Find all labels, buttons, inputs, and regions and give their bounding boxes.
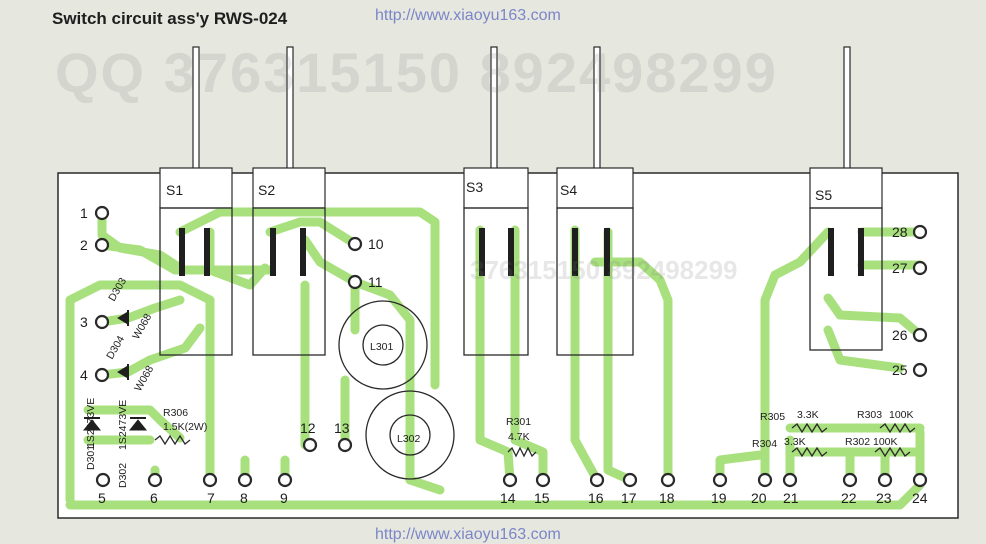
diodes xyxy=(82,310,148,431)
terminal-27: 27 xyxy=(892,260,908,276)
label-d301-part: 1S2473VE xyxy=(85,398,97,448)
terminal-18: 18 xyxy=(659,490,675,506)
terminal-10: 10 xyxy=(368,236,384,252)
terminal-6: 6 xyxy=(150,490,158,506)
label-s1: S1 xyxy=(166,182,183,198)
coil-l302 xyxy=(365,390,455,480)
terminal-21: 21 xyxy=(783,490,799,506)
label-r304: R304 xyxy=(752,438,777,450)
label-d302-part: 1S2473VE xyxy=(117,400,129,450)
label-r304-value: 3.3K xyxy=(784,436,806,448)
label-s2: S2 xyxy=(258,182,275,198)
terminal-22: 22 xyxy=(841,490,857,506)
terminal-26: 26 xyxy=(892,327,908,343)
label-r302: R302 xyxy=(845,436,870,448)
terminal-24: 24 xyxy=(912,490,928,506)
switch-contacts xyxy=(179,228,864,276)
label-r303: R303 xyxy=(857,409,882,421)
terminal-4: 4 xyxy=(80,367,88,383)
terminal-13: 13 xyxy=(334,420,350,436)
terminal-9: 9 xyxy=(280,490,288,506)
terminal-15: 15 xyxy=(534,490,550,506)
terminal-28: 28 xyxy=(892,224,908,240)
label-d302: D302 xyxy=(117,463,129,488)
terminal-23: 23 xyxy=(876,490,892,506)
terminal-3: 3 xyxy=(80,314,88,330)
terminal-17: 17 xyxy=(621,490,637,506)
source-url-top[interactable]: http://www.xiaoyu163.com xyxy=(375,7,561,24)
terminal-2: 2 xyxy=(80,237,88,253)
label-r301: R301 xyxy=(506,416,531,428)
terminal-8: 8 xyxy=(240,490,248,506)
terminal-1: 1 xyxy=(80,205,88,221)
terminal-20: 20 xyxy=(751,490,767,506)
terminal-11: 11 xyxy=(368,274,383,290)
coil-l301 xyxy=(338,300,428,390)
terminal-14: 14 xyxy=(500,490,516,506)
terminal-5: 5 xyxy=(98,490,106,506)
terminal-12: 12 xyxy=(300,420,316,436)
terminal-19: 19 xyxy=(711,490,727,506)
label-l302: L302 xyxy=(397,433,421,445)
label-r303-value: 100K xyxy=(889,409,914,421)
source-url-bottom[interactable]: http://www.xiaoyu163.com xyxy=(375,526,561,543)
label-r301-value: 4.7K xyxy=(508,431,530,443)
bottom-terminal-labels: 5 6 7 8 9 14 15 16 17 18 19 20 21 22 23 … xyxy=(98,490,928,506)
label-r302-value: 100K xyxy=(873,436,898,448)
label-s5: S5 xyxy=(815,187,832,203)
label-d301: D301 xyxy=(85,445,97,470)
terminal-pads xyxy=(94,205,928,488)
label-r306: R306 xyxy=(163,407,188,419)
switch-caps xyxy=(159,167,883,209)
label-r305: R305 xyxy=(760,411,785,423)
switch-bodies xyxy=(159,207,883,356)
label-r306-value: 1.5K(2W) xyxy=(163,421,207,433)
label-s3: S3 xyxy=(466,179,483,195)
label-r305-value: 3.3K xyxy=(797,409,819,421)
label-s4: S4 xyxy=(560,182,577,198)
watermark-middle: 376315150 892498299 xyxy=(470,255,738,285)
terminal-25: 25 xyxy=(892,362,908,378)
resistors xyxy=(154,422,916,458)
terminal-16: 16 xyxy=(588,490,604,506)
traces xyxy=(65,207,925,510)
page-title: Switch circuit ass'y RWS-024 xyxy=(52,9,288,28)
label-l301: L301 xyxy=(370,341,394,353)
watermark-top: QQ 376315150 892498299 xyxy=(55,41,778,104)
terminal-7: 7 xyxy=(207,490,215,506)
